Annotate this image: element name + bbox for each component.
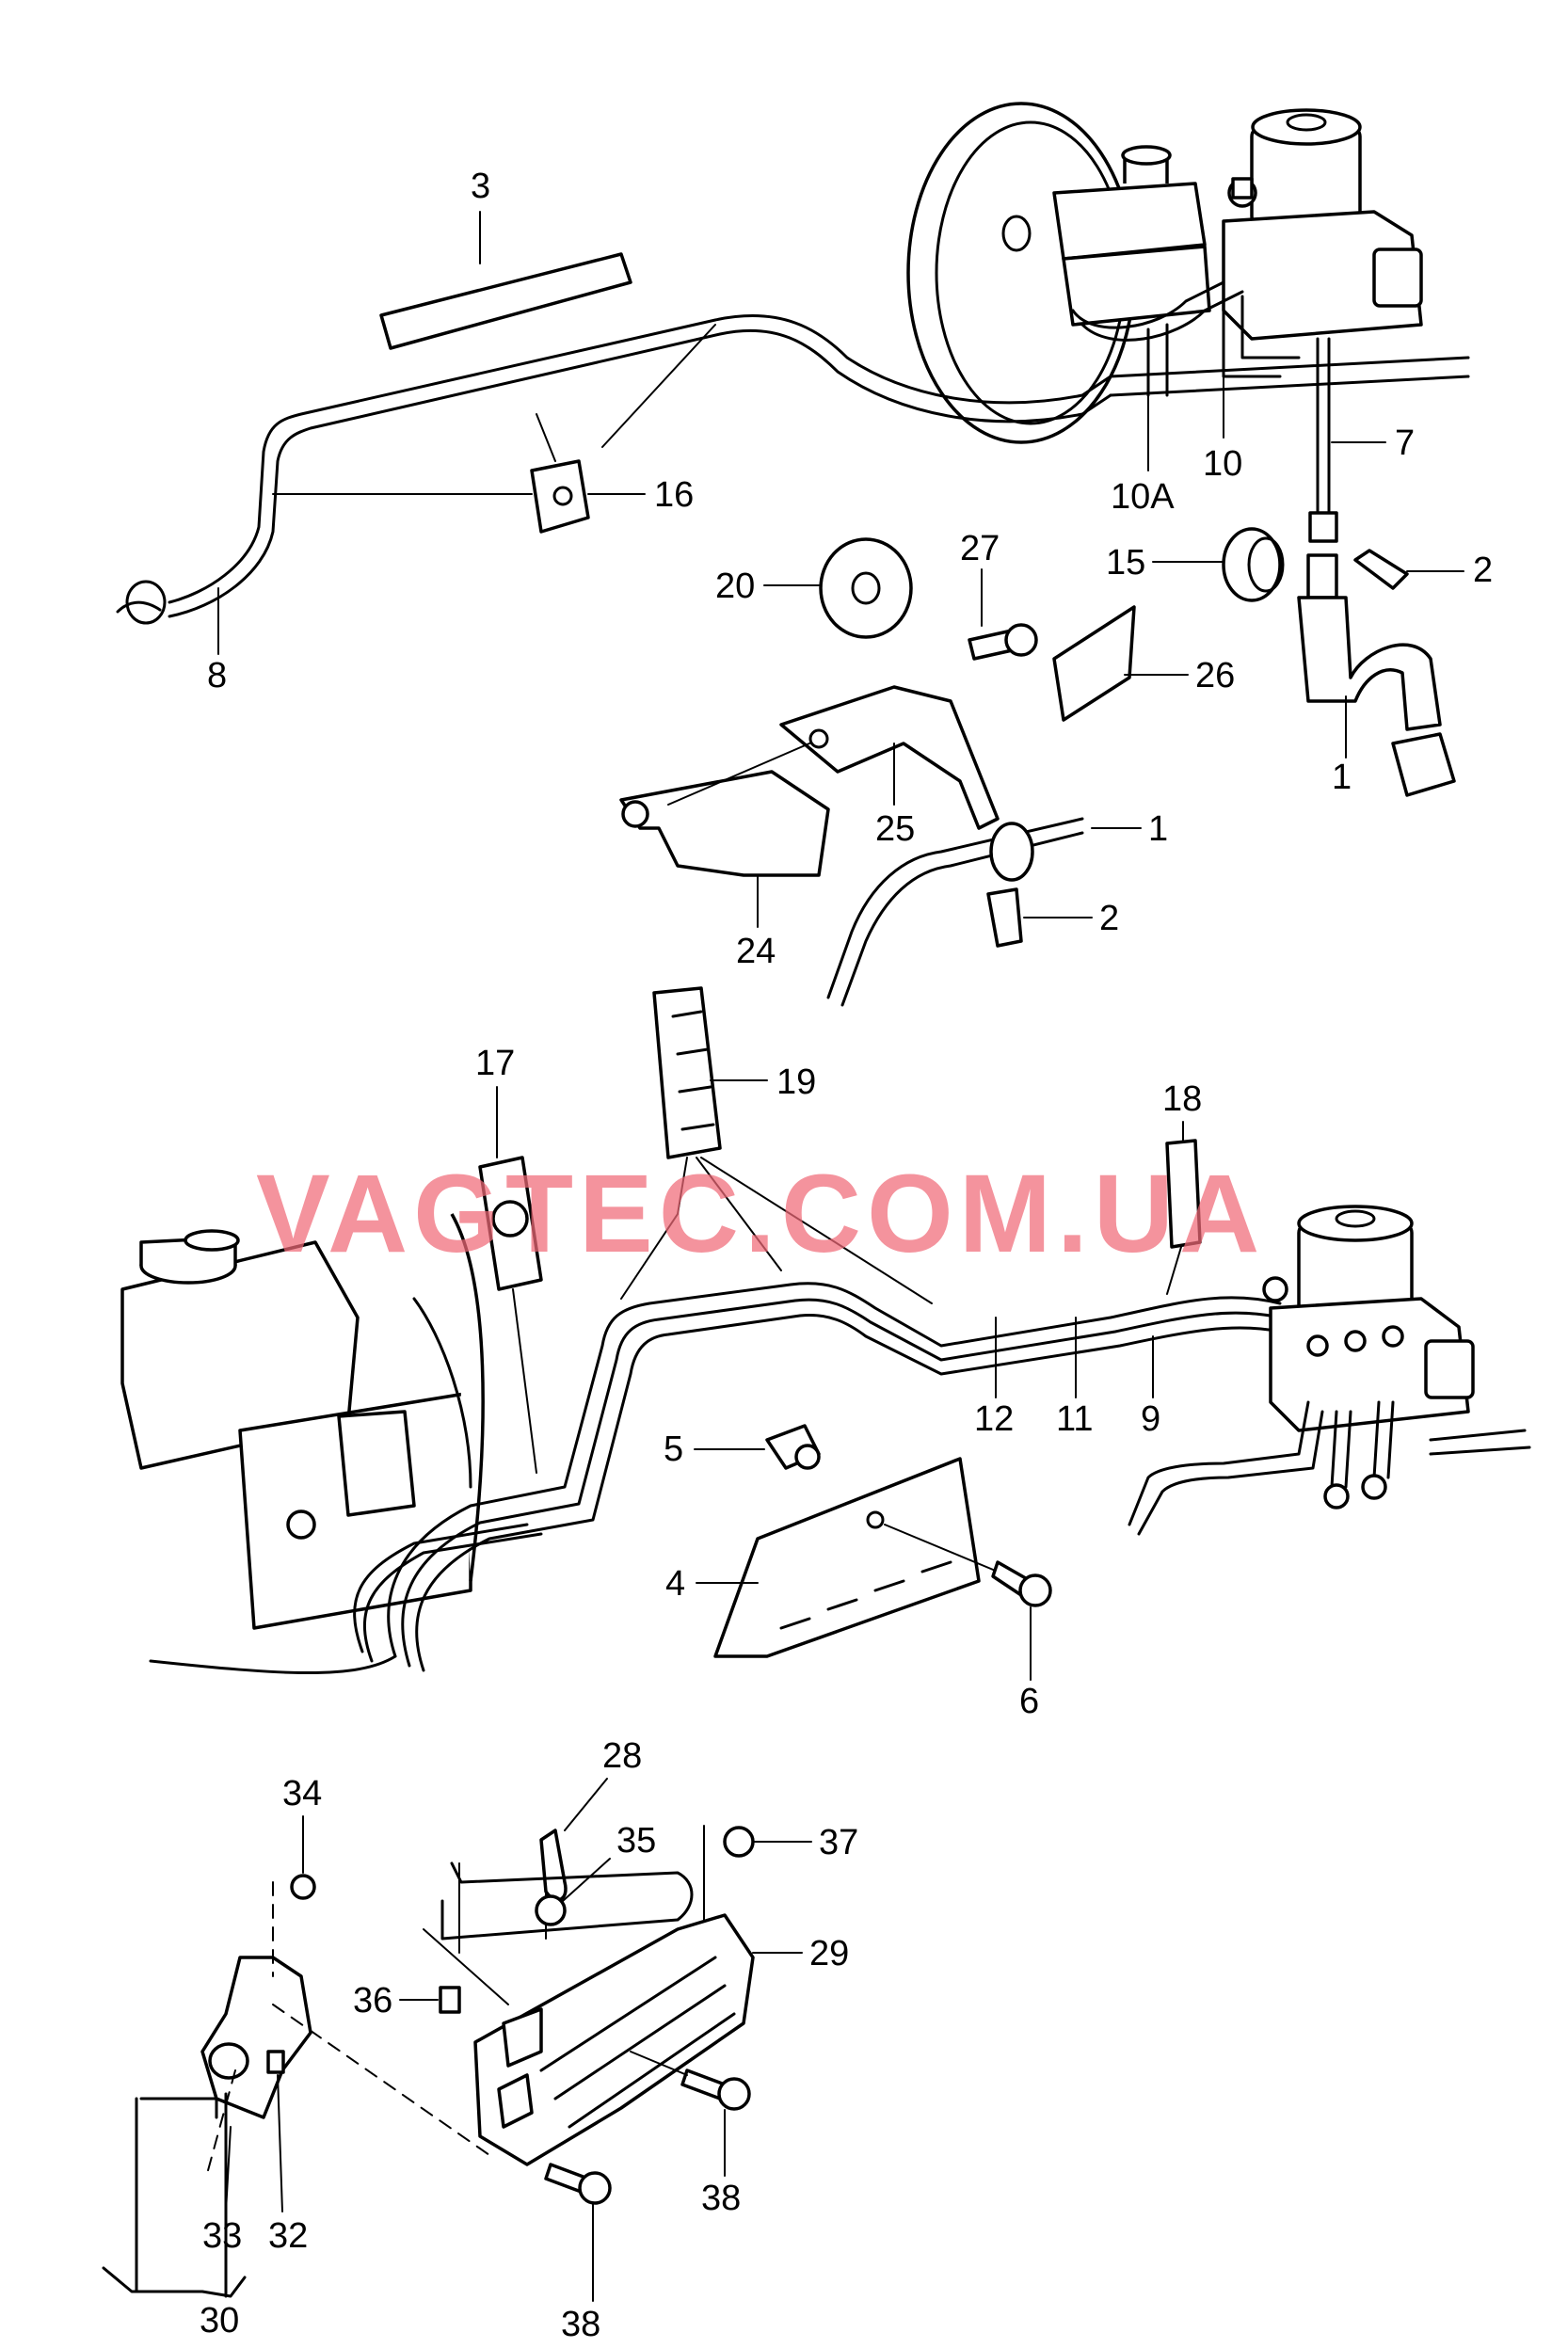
part-15-grommet <box>1222 527 1285 602</box>
label-32: 32 <box>268 2216 308 2256</box>
pipe-1-middle <box>826 817 1084 1007</box>
label-10a: 10A <box>1111 477 1175 517</box>
label-4: 4 <box>665 1564 685 1604</box>
pipes-9-11-12 <box>353 1282 1282 1672</box>
label-2a: 2 <box>1473 551 1493 590</box>
label-2b: 2 <box>1099 899 1119 938</box>
pipe-7 <box>1316 337 1331 519</box>
label-20: 20 <box>715 567 755 606</box>
abs-unit-top <box>1222 108 1423 341</box>
label-12: 12 <box>974 1399 1014 1439</box>
label-3: 3 <box>471 167 490 206</box>
label-1b: 1 <box>1148 809 1168 849</box>
label-30: 30 <box>200 2301 239 2340</box>
pipe-8 <box>116 314 1112 625</box>
part-38-bolt-upper <box>680 2068 751 2111</box>
part-5-clip <box>765 1424 821 1470</box>
part-28-bracket <box>539 1829 568 1902</box>
label-37: 37 <box>819 1823 858 1862</box>
shield-leaders <box>423 1825 705 2005</box>
part-30-bracket <box>200 1874 316 2119</box>
part-17-clip <box>478 1156 543 1291</box>
part-3-strip <box>379 252 632 350</box>
label-19: 19 <box>776 1062 816 1102</box>
chassis-rail-top <box>1109 356 1470 397</box>
watermark: VAGTEC.COM.UA <box>256 1152 1265 1276</box>
bracket-30-group <box>102 2092 247 2298</box>
part-4-shield <box>713 1457 981 1658</box>
clip-leaders <box>512 1157 1182 1474</box>
leader-38a <box>630 2051 688 2076</box>
label-7: 7 <box>1395 423 1415 463</box>
ground-line <box>149 1654 397 1674</box>
label-29: 29 <box>809 1934 849 1973</box>
master-cylinder-top <box>1052 145 1211 327</box>
abs-down-pipes <box>1128 1400 1531 1536</box>
part-20-grommet <box>819 537 913 639</box>
label-24: 24 <box>736 932 776 971</box>
label-15: 15 <box>1106 543 1145 583</box>
part-26-shield <box>1052 605 1136 722</box>
part-2-clip-middle <box>986 887 1023 948</box>
label-16: 16 <box>654 475 694 515</box>
label-1a: 1 <box>1332 758 1352 797</box>
brackets-24-25 <box>619 685 1000 877</box>
label-11: 11 <box>1056 1399 1093 1439</box>
part-2-clip-top <box>1353 549 1409 590</box>
label-36: 36 <box>353 1981 392 2021</box>
leaders-30 <box>206 1881 490 2175</box>
label-9: 9 <box>1141 1399 1160 1439</box>
label-25: 25 <box>875 809 915 849</box>
label-35: 35 <box>616 1821 656 1861</box>
part-16-clip <box>530 459 590 534</box>
leaders-16 <box>272 324 716 495</box>
part-18-clip <box>1165 1139 1202 1249</box>
leader-6 <box>884 1524 999 1573</box>
label-26: 26 <box>1195 656 1235 695</box>
callouts: 3 16 8 10A 10 7 15 2 20 27 26 1 25 1 24 … <box>200 167 1493 2344</box>
fitting-7 <box>1308 511 1338 543</box>
label-6: 6 <box>1019 1682 1039 1721</box>
booster-edge-middle <box>412 1297 472 1489</box>
part-29-shield <box>440 1861 755 2166</box>
brake-hose-1-top <box>1297 553 1456 797</box>
label-5: 5 <box>664 1430 683 1469</box>
label-28: 28 <box>602 1736 642 1776</box>
label-38b: 38 <box>561 2305 600 2344</box>
part-38-bolt-lower <box>544 2163 612 2205</box>
label-38a: 38 <box>701 2179 741 2218</box>
label-27: 27 <box>960 529 1000 568</box>
label-18: 18 <box>1162 1079 1202 1119</box>
label-8: 8 <box>207 656 227 695</box>
part-27-bolt <box>968 623 1038 661</box>
part-37-nut <box>723 1826 755 1858</box>
leader-24-25 <box>667 743 810 806</box>
leaders-32-33 <box>225 2074 283 2212</box>
part-19-clip <box>652 986 722 1159</box>
part-6-bolt <box>991 1560 1052 1607</box>
part-36-clip <box>439 1986 461 2014</box>
abs-unit-middle <box>1262 1205 1475 1432</box>
part-35-nut <box>535 1894 567 1926</box>
label-34: 34 <box>282 1774 322 1813</box>
label-10: 10 <box>1203 444 1242 484</box>
master-cylinder-middle <box>120 1213 485 1630</box>
label-33: 33 <box>202 2216 242 2256</box>
label-17: 17 <box>475 1044 515 1083</box>
